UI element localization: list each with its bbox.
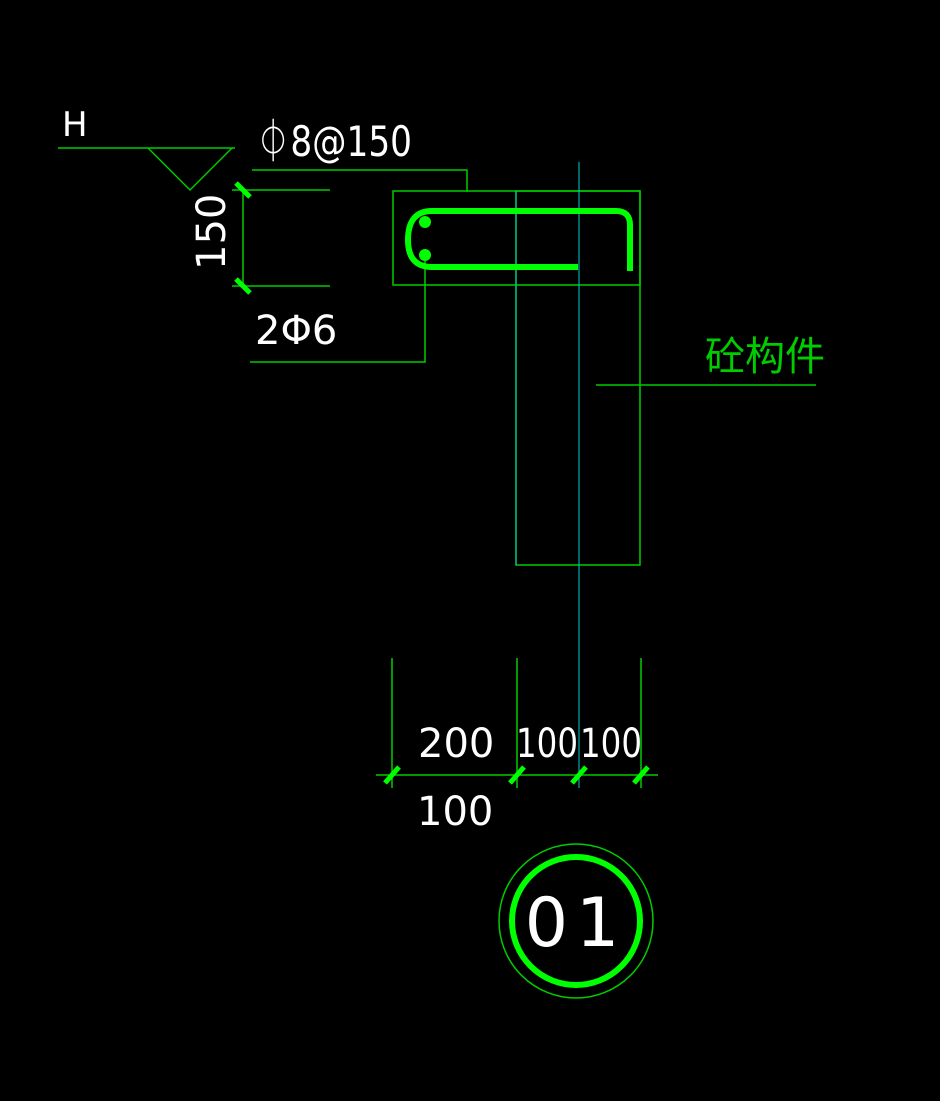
dim-tick: [508, 765, 526, 785]
level-mark: H: [58, 105, 235, 192]
dim-tick: [234, 277, 252, 295]
dim-tick: [234, 181, 252, 199]
component-label: 砼构件: [705, 334, 825, 380]
rebar-stirrup: [404, 208, 633, 271]
dim-label-100a: 100: [516, 721, 578, 767]
height-dim-label: 150: [189, 194, 235, 270]
top-rebar-leader: ⏀8@150: [252, 117, 468, 192]
level-mark-label: H: [62, 105, 88, 145]
dim-tick: [570, 765, 588, 785]
rebar-dot: [419, 249, 431, 261]
dim-tick: [632, 765, 650, 785]
dim-label-100b: 100: [580, 721, 642, 767]
detail-marker: 01: [498, 843, 654, 999]
detail-number: 01: [525, 884, 628, 963]
dim-label-200: 200: [418, 721, 494, 767]
component-leader: 砼构件: [596, 334, 825, 386]
concrete-section: [392, 162, 641, 788]
width-dimension: 200 100 100 100: [376, 658, 658, 835]
dim-tick: [383, 765, 401, 785]
rebar-dot: [419, 216, 431, 228]
bottom-rebar-leader: 2Φ6: [250, 260, 426, 363]
top-rebar-label: ⏀8@150: [256, 117, 412, 166]
height-dimension: 150: [189, 181, 330, 295]
bottom-rebar-label: 2Φ6: [255, 308, 337, 354]
dim-label-100c: 100: [417, 789, 493, 835]
